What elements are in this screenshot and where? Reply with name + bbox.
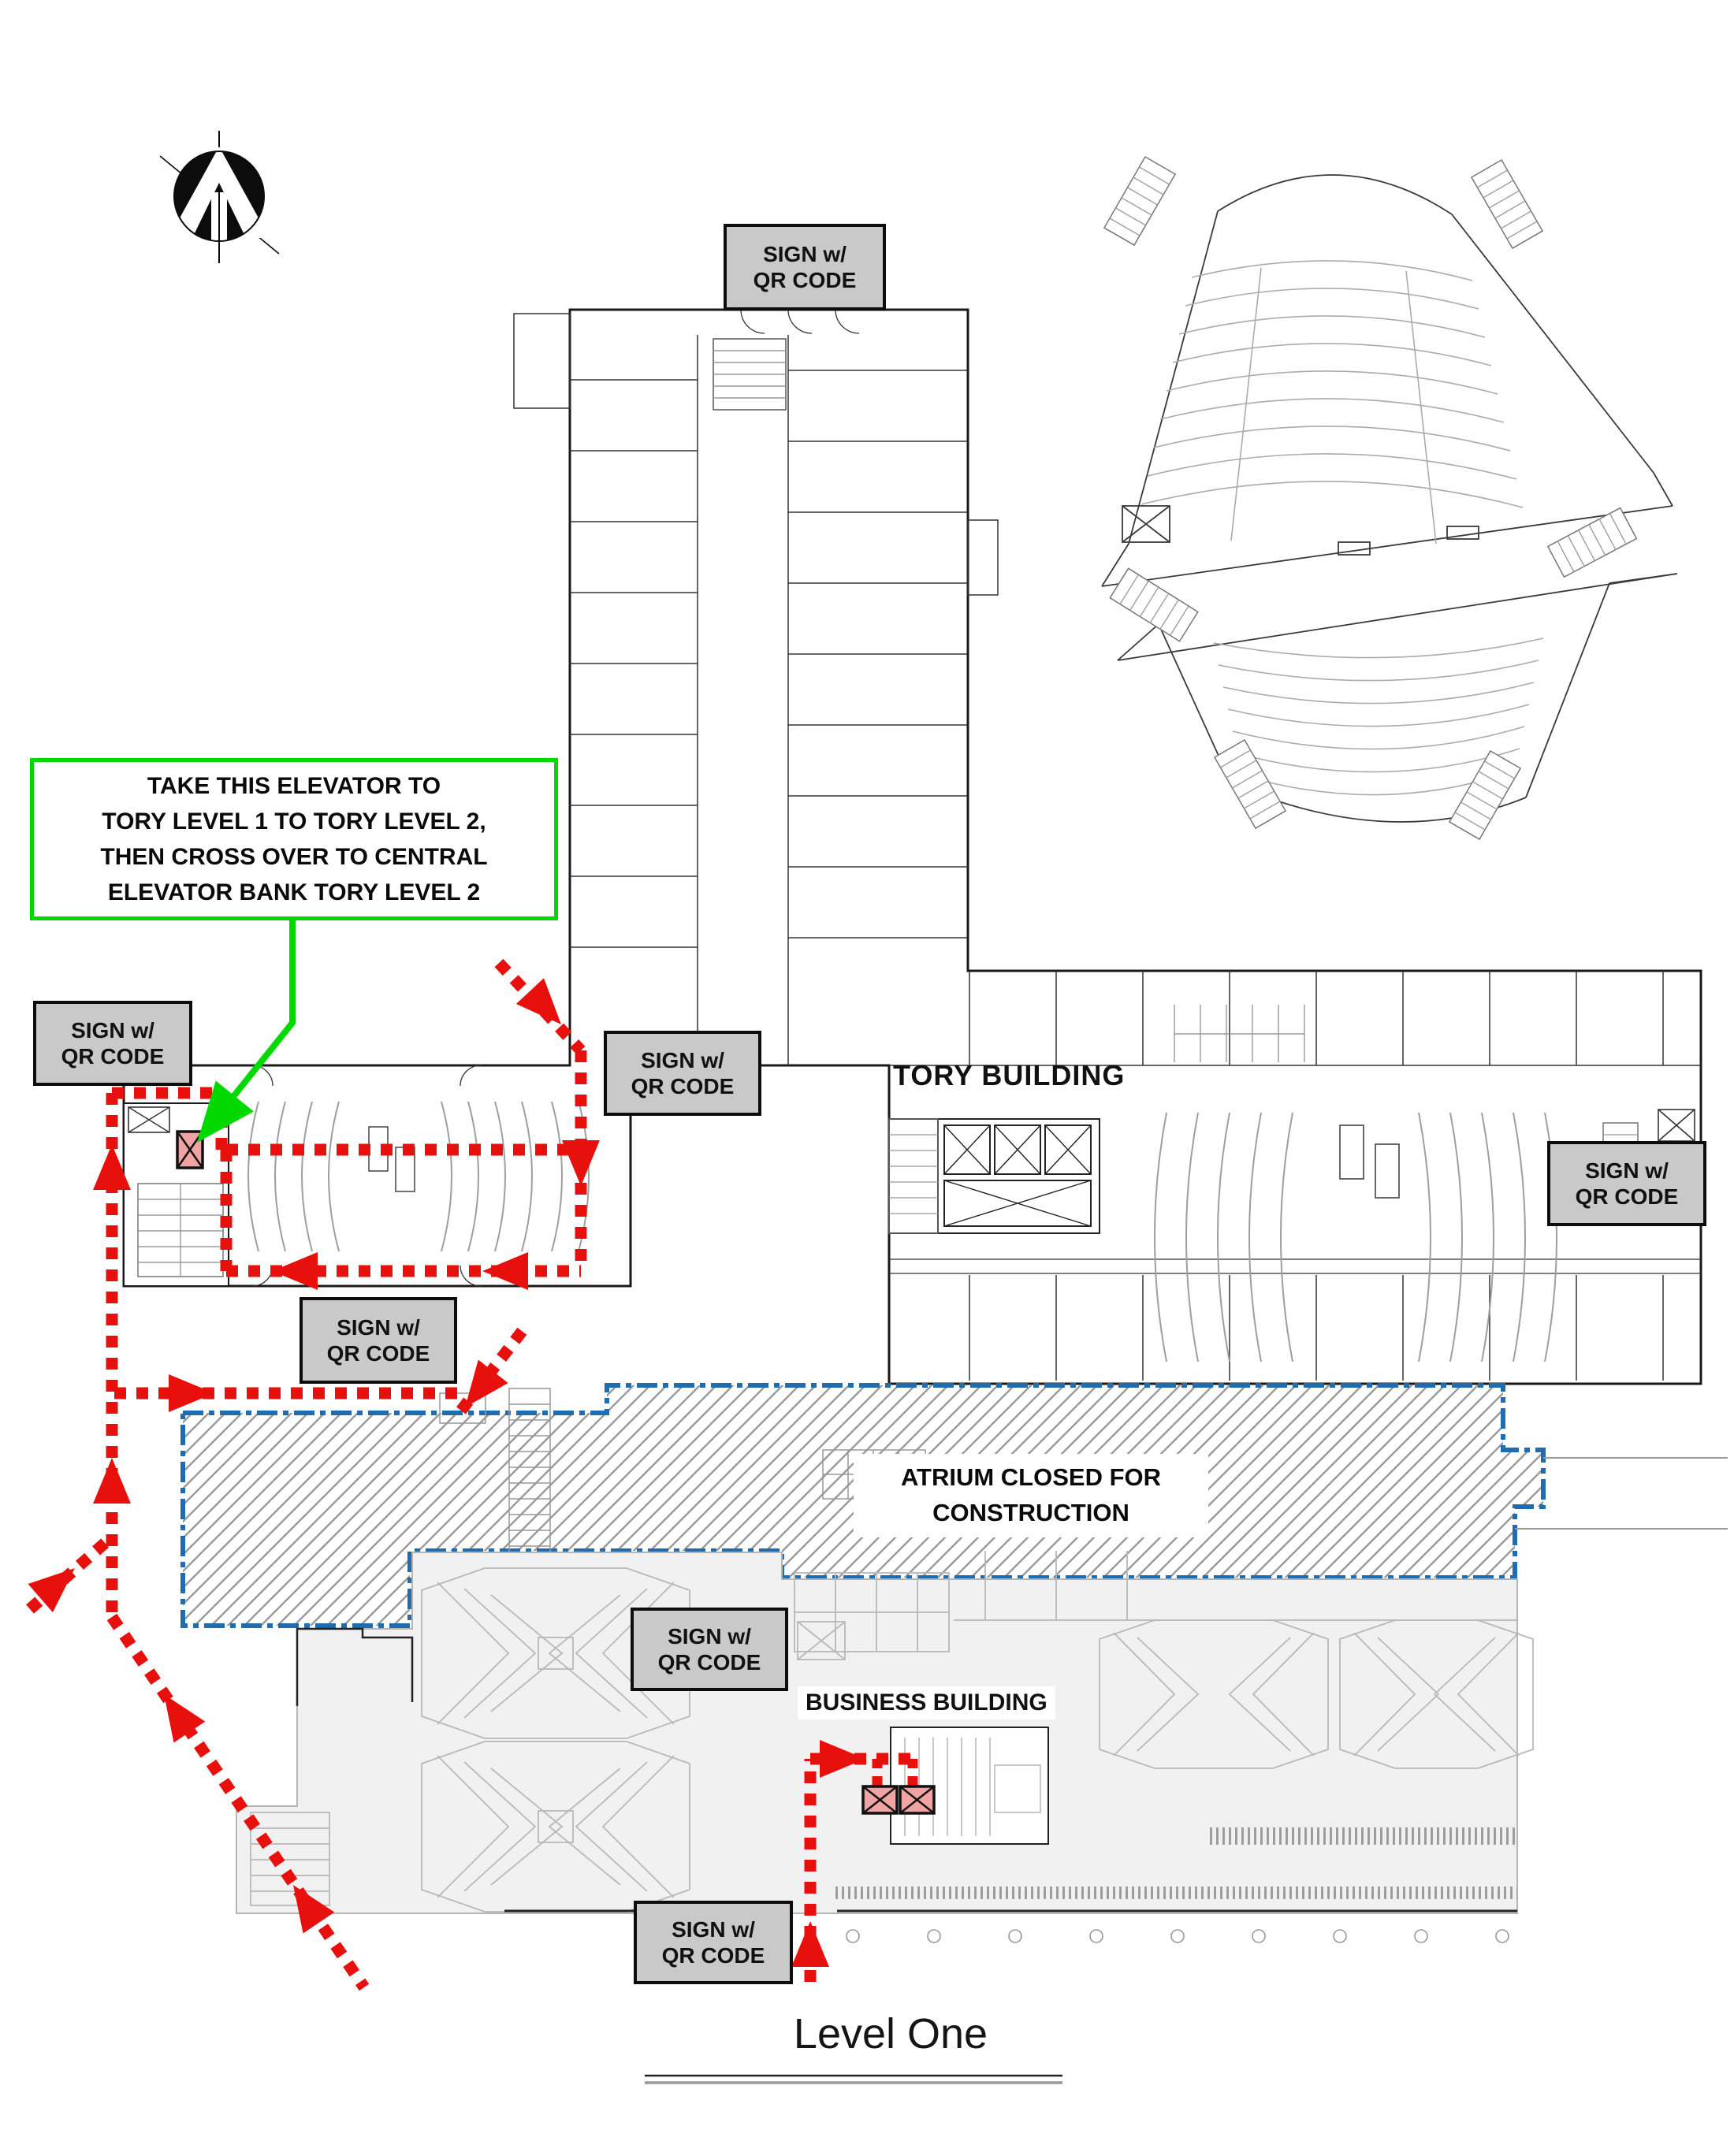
callout-line: ELEVATOR BANK TORY LEVEL 2 [107,879,481,905]
qr-sign-line1: SIGN w/ [1585,1158,1669,1183]
tory-building-label: TORY BUILDING [893,1059,1126,1091]
qr-sign-tory-core: SIGN w/ QR CODE [604,1031,761,1116]
qr-sign-line1: SIGN w/ [763,241,847,266]
title-underline [645,2074,1062,2084]
callout-line: TORY LEVEL 1 TO TORY LEVEL 2, [102,808,486,835]
elevator-marker-business [861,1785,936,1815]
qr-sign-business: SIGN w/ QR CODE [631,1608,788,1691]
qr-sign-line2: QR CODE [61,1044,165,1069]
callout-line: THEN CROSS OVER TO CENTRAL [100,844,488,870]
qr-sign-line2: QR CODE [661,1943,765,1968]
qr-sign-line1: SIGN w/ [71,1017,154,1043]
qr-sign-line2: QR CODE [1575,1184,1679,1209]
callout-line: TAKE THIS ELEVATOR TO [147,773,441,799]
atrium-label-line2: CONSTRUCTION [932,1499,1129,1526]
qr-sign-business-entrance: SIGN w/ QR CODE [634,1901,793,1984]
qr-sign-line1: SIGN w/ [337,1314,420,1340]
atrium-closed-label: ATRIUM CLOSED FOR CONSTRUCTION [854,1454,1208,1537]
qr-sign-line2: QR CODE [657,1650,761,1675]
callout-leader-arrow [177,919,296,1158]
column-markers [764,1929,1509,1943]
qr-sign-tory-north: SIGN w/ QR CODE [724,224,886,310]
elevator-marker-tory [176,1130,204,1169]
atrium-label-line1: ATRIUM CLOSED FOR [900,1463,1162,1492]
north-arrow-icon [159,131,280,263]
auditorium-plan [1101,156,1678,840]
qr-sign-line2: QR CODE [326,1341,430,1366]
qr-sign-line2: QR CODE [753,268,857,292]
page-title: Level One [793,2010,988,2057]
qr-sign-theatre-west: SIGN w/ QR CODE [33,1001,192,1086]
qr-sign-line1: SIGN w/ [668,1623,751,1649]
business-building-outline [236,1551,1534,1943]
qr-sign-line1: SIGN w/ [672,1916,755,1942]
qr-sign-theatre-south: SIGN w/ QR CODE [300,1297,457,1384]
business-building-label: BUSINESS BUILDING [798,1686,1055,1719]
qr-sign-line2: QR CODE [631,1074,735,1098]
qr-sign-line1: SIGN w/ [641,1047,724,1072]
qr-sign-tory-east: SIGN w/ QR CODE [1547,1141,1706,1226]
elevator-callout: TAKE THIS ELEVATOR TO TORY LEVEL 1 TO TO… [30,758,558,920]
